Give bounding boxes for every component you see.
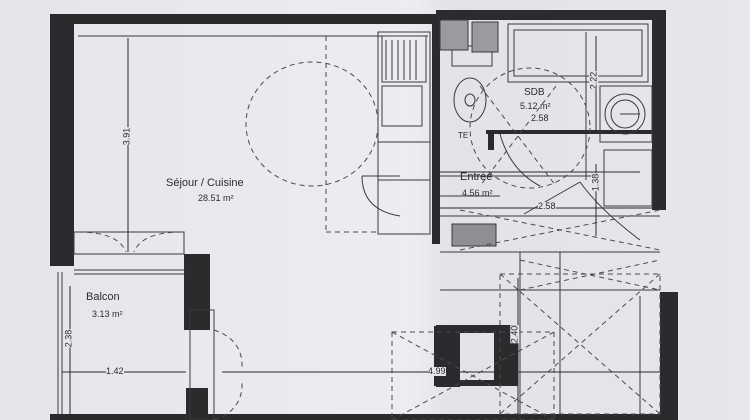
dim-sdb-height: 2.22 — [588, 71, 599, 90]
dim-bedroom-height: 2.40 — [509, 325, 520, 344]
room-name-sejour-cuisine: Séjour / Cuisine — [166, 177, 244, 189]
te-label: TE — [458, 131, 469, 140]
dim-entree-width: 2.58 — [538, 201, 556, 211]
walls — [50, 10, 678, 420]
room-area-sejour-cuisine: 28.51 m² — [198, 193, 234, 203]
room-area-entree: 4.56 m² — [462, 188, 493, 198]
dim-entree-height: 1.38 — [590, 173, 601, 192]
room-area-sdb: 5.12 m² — [520, 101, 551, 111]
room-area-balcon: 3.13 m² — [92, 309, 123, 319]
dashed-annotations — [77, 36, 661, 420]
room-name-entree: Entrée — [460, 171, 493, 183]
door-swings — [361, 133, 641, 241]
room-name-balcon: Balcon — [86, 291, 120, 303]
dim-sejour-height: 3.91 — [121, 127, 132, 146]
dim-bottom-width: 4.99 — [428, 366, 446, 376]
dim-balcon-height: 2.38 — [63, 329, 74, 348]
dimension-lines — [62, 36, 660, 414]
dim-sdb-width: 2.58 — [531, 113, 549, 123]
room-name-sdb: SDB — [524, 87, 545, 98]
dim-balcon-width: 1.42 — [106, 366, 124, 376]
